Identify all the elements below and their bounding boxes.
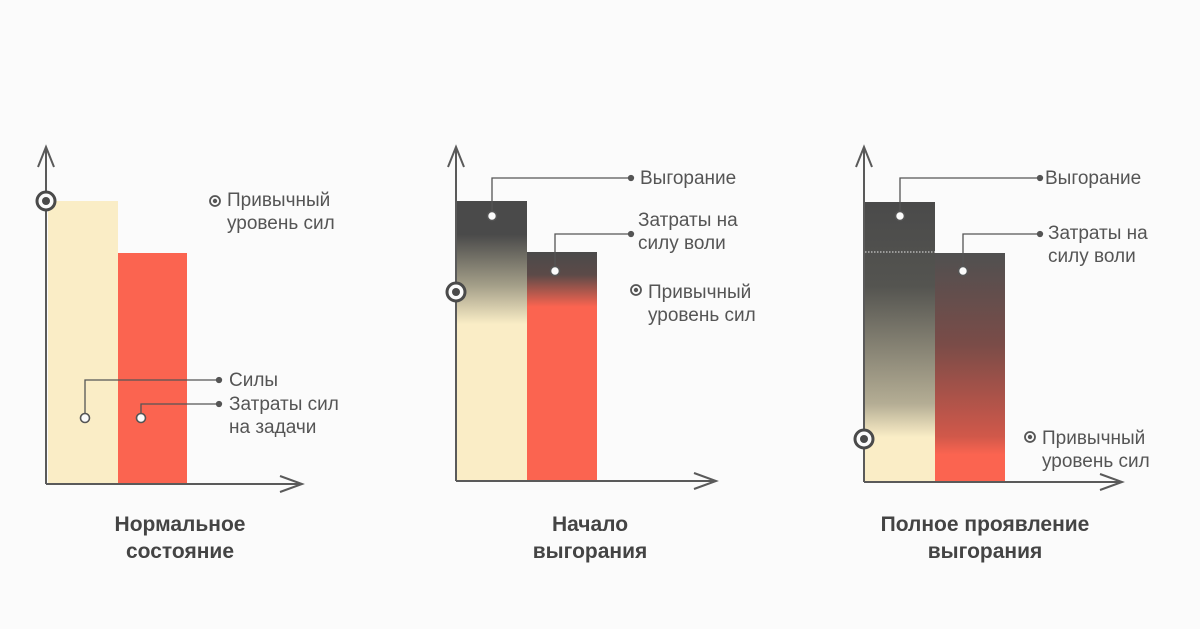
panel-1-title: Нормальное состояние [114,513,246,563]
willpower-label: Затраты на силу воли [638,210,738,254]
burnout-label: Выгорание [1045,168,1142,189]
y-axis [447,144,465,481]
panel-2-title: Начало выгорания [532,513,648,563]
willpower-callout [957,230,1044,277]
task-cost-label: Затраты сил на задачи [229,394,339,438]
burnout-callout [486,174,635,222]
burnout-callout [894,174,1044,222]
habitual-level-marker [35,190,57,212]
y-axis [855,144,873,482]
strength-bar [865,202,935,482]
panel-3-chart [853,144,1125,491]
task-cost-bar [527,252,597,481]
legend-dot-icon [630,284,642,296]
x-axis [864,473,1125,491]
strength-label: Силы [229,370,279,391]
x-axis [46,475,305,493]
willpower-label: Затраты на силу воли [1048,223,1148,267]
x-axis [456,472,719,490]
strength-bar [457,201,527,481]
task-cost-callout [135,400,223,424]
panel-3-title: Полное проявление выгорания [880,513,1090,563]
strength-callout [79,376,223,424]
legend-dot-icon [209,195,221,207]
habitual-level-marker [853,428,875,450]
strength-bar [48,201,118,484]
habitual-level-marker [445,281,467,303]
habitual-level-label: Привычный уровень сил [648,282,756,326]
legend-dot-icon [1024,431,1036,443]
habitual-level-label: Привычный уровень сил [227,190,335,234]
task-cost-bar [118,253,187,484]
task-cost-bar [935,253,1005,482]
panel-1-chart [35,144,305,493]
willpower-callout [549,230,635,277]
burnout-label: Выгорание [640,168,737,189]
habitual-level-label: Привычный уровень сил [1042,428,1150,472]
panel-2-chart [445,144,719,490]
